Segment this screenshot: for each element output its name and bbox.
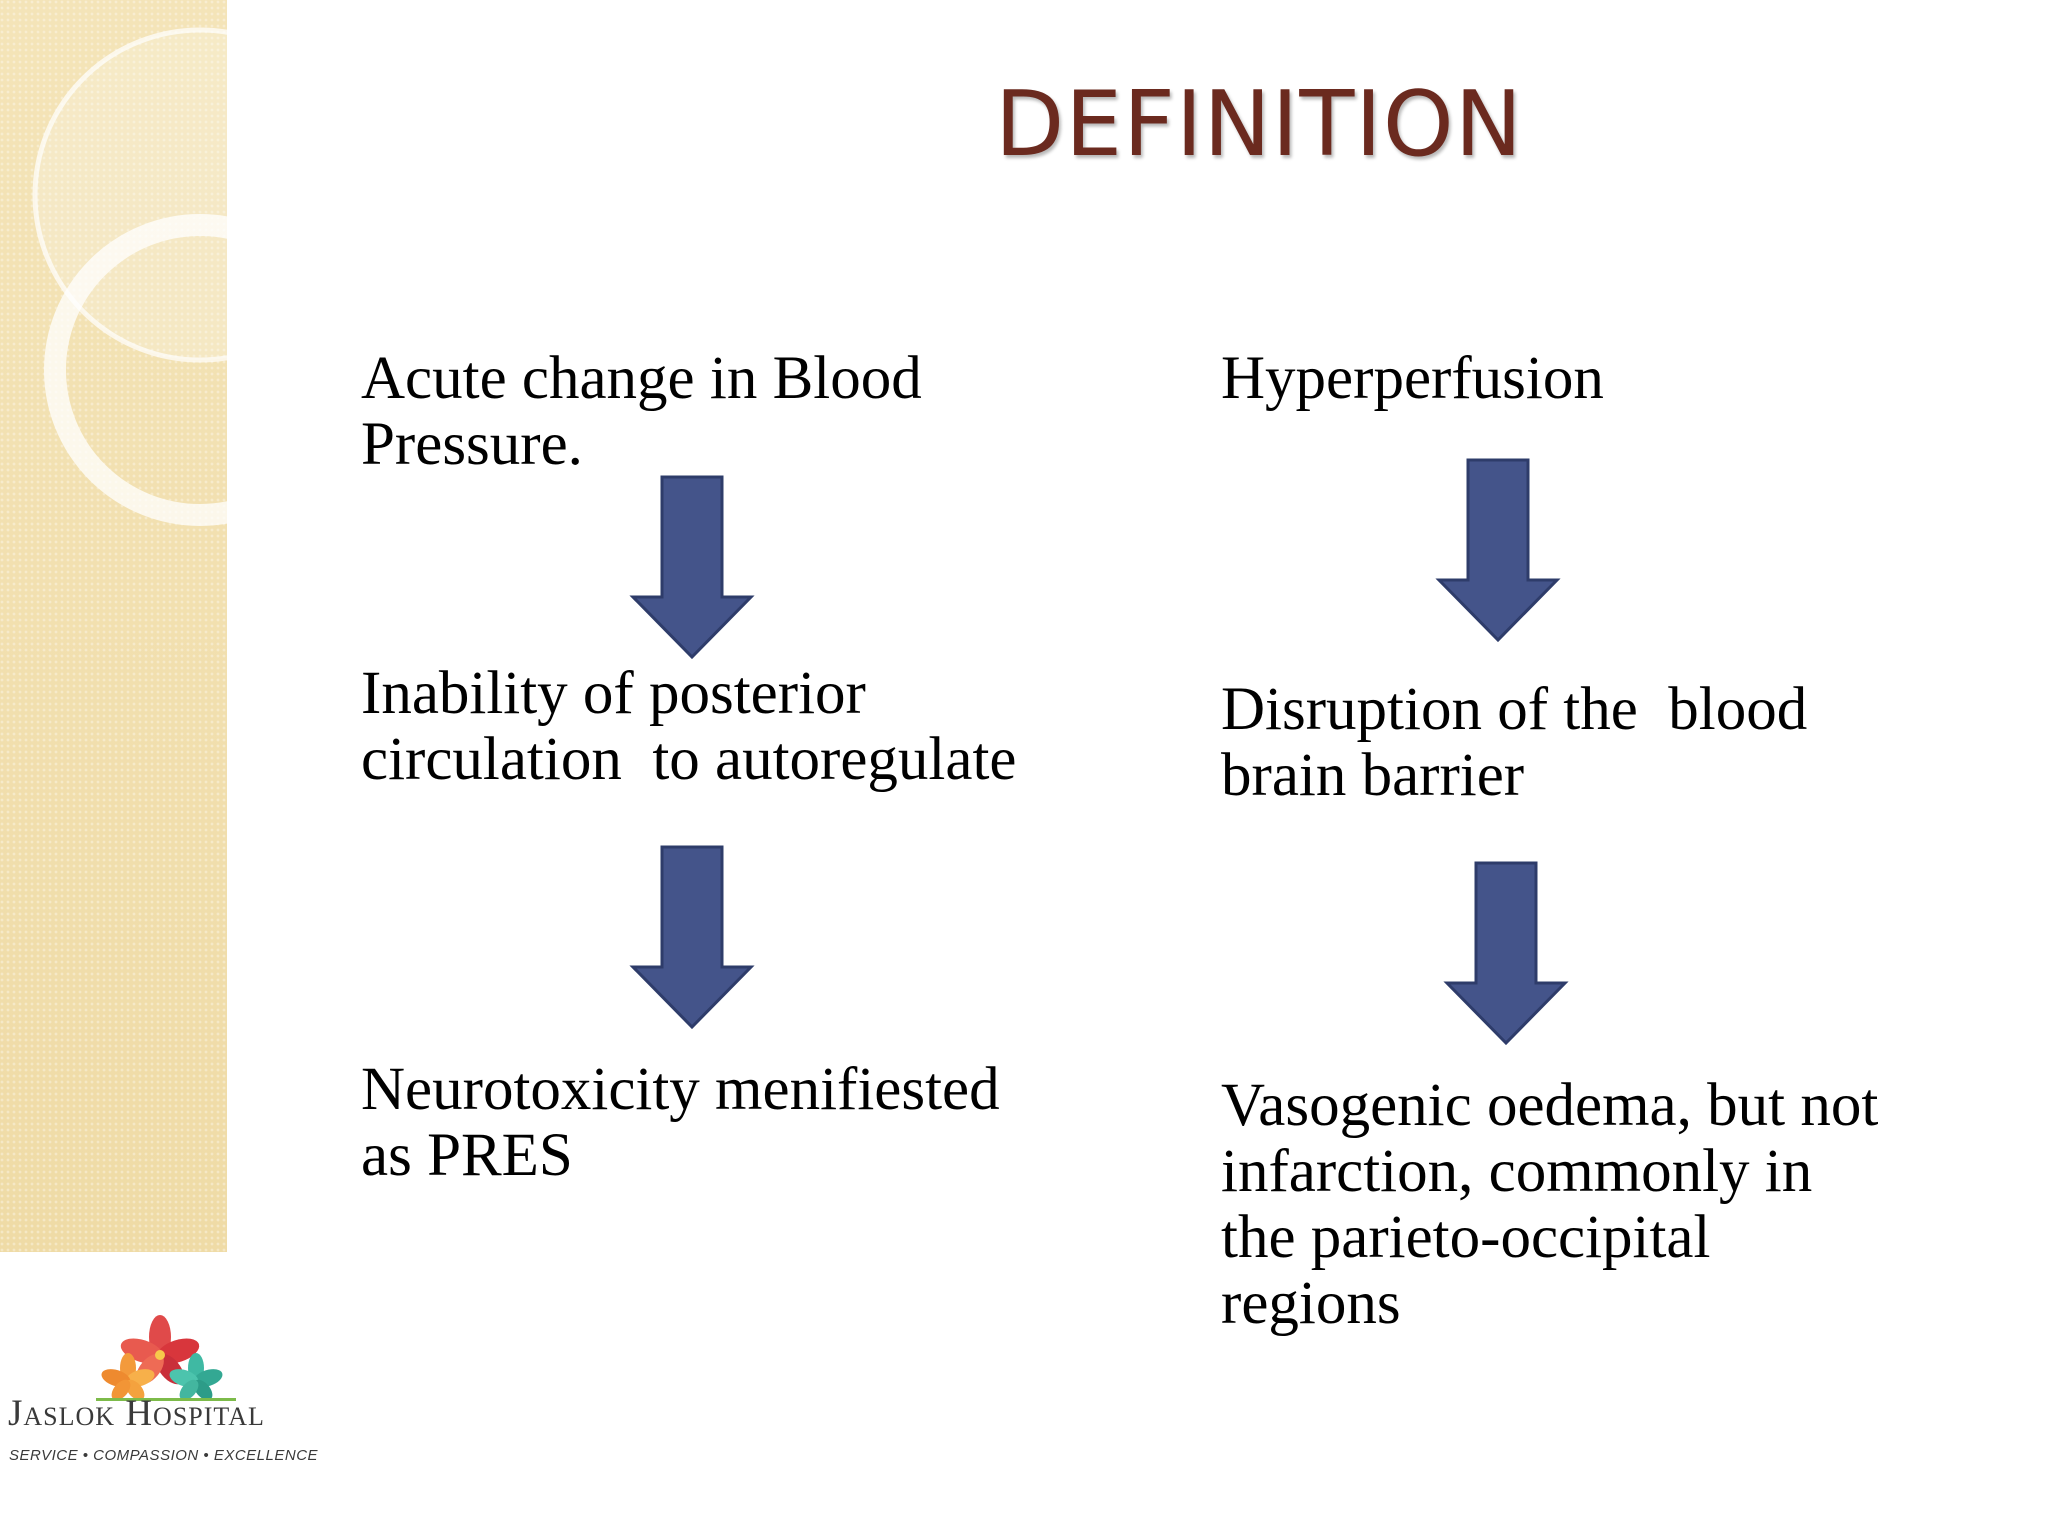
decorative-circles-icon — [32, 27, 227, 526]
slide-title: DEFINITION — [994, 72, 1524, 177]
left-step-2: Inability of posterior circulation to au… — [361, 660, 1017, 793]
down-arrow-icon — [629, 845, 755, 1030]
left-step-1: Acute change in Blood Pressure. — [361, 345, 922, 478]
right-step-2: Disruption of the blood brain barrier — [1221, 676, 1808, 809]
right-step-3: Vasogenic oedema, but not infarction, co… — [1221, 1072, 1879, 1337]
logo-name: Jaslok Hospital — [8, 1393, 265, 1434]
down-arrow-icon — [1435, 458, 1561, 643]
down-arrow-icon — [629, 475, 755, 660]
down-arrow-icon — [1443, 861, 1569, 1046]
left-step-3: Neurotoxicity menifiested as PRES — [361, 1056, 1000, 1189]
flower-logo-icon — [96, 1315, 236, 1401]
decorative-side-band — [0, 0, 227, 1252]
right-step-1: Hyperperfusion — [1221, 345, 1604, 412]
logo-tagline: SERVICE • COMPASSION • EXCELLENCE — [9, 1447, 319, 1464]
